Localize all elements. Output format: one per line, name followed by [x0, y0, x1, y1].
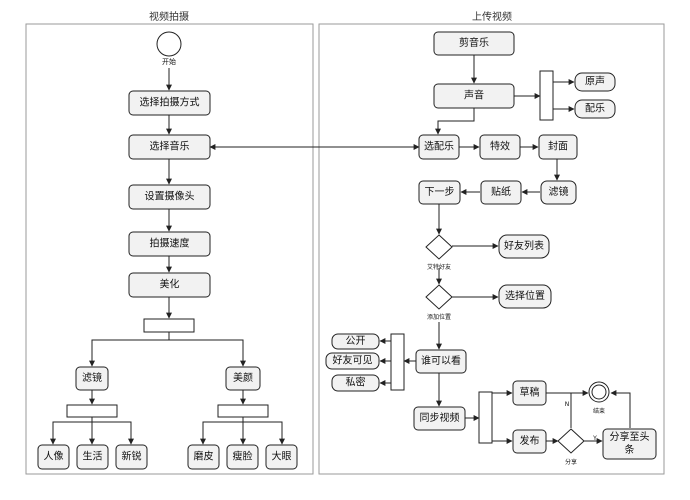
svg-text:大眼: 大眼 — [272, 450, 292, 463]
decision-mention-friend: 艾特好友 — [425, 234, 453, 271]
fork-bar-sound — [539, 70, 554, 121]
node-filter-left[interactable]: 滤镜 — [75, 366, 109, 391]
svg-text:好友列表: 好友列表 — [504, 239, 544, 252]
svg-text:新锐: 新锐 — [122, 450, 142, 463]
fork-bar-filter — [66, 404, 118, 418]
node-friends-visible[interactable]: 好友可见 — [325, 352, 380, 370]
decision-label-location: 添加位置 — [427, 313, 451, 321]
branch-label-n: N — [565, 401, 570, 408]
end-label: 结束 — [593, 407, 605, 415]
svg-text:公开: 公开 — [346, 336, 366, 347]
node-fresh[interactable]: 新锐 — [115, 444, 148, 470]
svg-text:下一步: 下一步 — [425, 186, 455, 198]
end-node: 结束 — [588, 381, 610, 415]
branch-label-y: Y — [592, 435, 597, 442]
right-edges — [379, 55, 631, 444]
node-choose-location[interactable]: 选择位置 — [498, 284, 552, 309]
svg-text:好友可见: 好友可见 — [333, 354, 373, 367]
svg-text:发布: 发布 — [520, 434, 540, 447]
svg-text:同步视频: 同步视频 — [420, 411, 460, 424]
svg-text:声音: 声音 — [464, 89, 484, 102]
node-sync-video[interactable]: 同步视频 — [413, 406, 466, 431]
start-node: 开始 — [156, 31, 182, 66]
svg-text:特效: 特效 — [490, 140, 510, 153]
node-public[interactable]: 公开 — [331, 333, 380, 350]
lane-title-shooting: 视频拍摄 — [149, 10, 189, 23]
node-private[interactable]: 私密 — [331, 374, 380, 392]
node-beauty[interactable]: 美颜 — [225, 366, 261, 391]
node-select-music[interactable]: 选择音乐 — [128, 134, 211, 160]
node-choose-score[interactable]: 选配乐 — [418, 134, 460, 160]
node-cover[interactable]: 封面 — [538, 134, 578, 160]
node-next-step[interactable]: 下一步 — [418, 180, 461, 205]
node-portrait[interactable]: 人像 — [37, 444, 70, 470]
lane-video-shooting: 视频拍摄 — [25, 10, 314, 475]
fork-bar-beauty — [217, 404, 269, 418]
svg-text:剪音乐: 剪音乐 — [459, 36, 489, 49]
svg-text:瘦脸: 瘦脸 — [233, 450, 253, 463]
svg-text:贴纸: 贴纸 — [491, 185, 511, 198]
svg-text:磨皮: 磨皮 — [194, 450, 214, 463]
svg-text:选择拍摄方式: 选择拍摄方式 — [140, 96, 200, 109]
node-share-headline[interactable]: 分享至头条 — [602, 428, 657, 460]
node-sound[interactable]: 声音 — [433, 83, 515, 109]
node-score[interactable]: 配乐 — [574, 99, 616, 119]
svg-text:滤镜: 滤镜 — [549, 185, 569, 198]
node-select-mode[interactable]: 选择拍摄方式 — [128, 90, 211, 116]
node-cut-music[interactable]: 剪音乐 — [433, 31, 515, 56]
node-draft[interactable]: 草稿 — [512, 380, 547, 406]
decision-label-share: 分享 — [565, 458, 577, 466]
decision-label-mention: 艾特好友 — [427, 263, 451, 271]
node-beautify[interactable]: 美化 — [128, 272, 211, 298]
svg-text:分享至头条: 分享至头条 — [610, 430, 650, 456]
svg-text:美化: 美化 — [160, 278, 180, 291]
svg-text:美颜: 美颜 — [233, 371, 253, 384]
svg-text:谁可以看: 谁可以看 — [421, 354, 461, 367]
svg-text:草稿: 草稿 — [520, 386, 540, 399]
lane-video-upload: 上传视频 — [318, 10, 665, 475]
svg-text:生活: 生活 — [83, 450, 103, 463]
svg-text:滤镜: 滤镜 — [82, 371, 102, 384]
node-big-eyes[interactable]: 大眼 — [265, 444, 298, 470]
decision-share: 分享 N Y — [557, 401, 597, 466]
node-who-can-see[interactable]: 谁可以看 — [415, 349, 467, 374]
node-filter-right[interactable]: 滤镜 — [540, 180, 577, 205]
fork-bar-sync — [478, 391, 493, 444]
node-sticker[interactable]: 贴纸 — [480, 180, 522, 205]
node-shoot-speed[interactable]: 拍摄速度 — [128, 231, 211, 257]
svg-text:选择音乐: 选择音乐 — [150, 140, 190, 153]
node-skin[interactable]: 磨皮 — [187, 444, 220, 470]
node-slim-face[interactable]: 瘦脸 — [226, 444, 259, 470]
left-edges — [50, 68, 285, 445]
svg-text:选择位置: 选择位置 — [505, 289, 545, 302]
node-effects[interactable]: 特效 — [479, 134, 521, 160]
svg-text:人像: 人像 — [44, 451, 64, 463]
fork-bar-beautify — [143, 318, 195, 333]
svg-text:选配乐: 选配乐 — [424, 140, 454, 153]
svg-text:封面: 封面 — [548, 140, 568, 153]
svg-text:原声: 原声 — [585, 75, 605, 88]
node-original-sound[interactable]: 原声 — [574, 72, 616, 92]
node-publish[interactable]: 发布 — [512, 429, 547, 454]
fork-bar-visibility — [390, 333, 405, 391]
node-friend-list[interactable]: 好友列表 — [498, 234, 550, 259]
start-label: 开始 — [162, 57, 176, 66]
node-life[interactable]: 生活 — [76, 444, 109, 470]
svg-text:配乐: 配乐 — [585, 103, 605, 115]
node-set-camera[interactable]: 设置摄像头 — [128, 184, 211, 210]
svg-text:拍摄速度: 拍摄速度 — [150, 237, 190, 250]
svg-text:设置摄像头: 设置摄像头 — [145, 190, 195, 203]
decision-add-location: 添加位置 — [425, 284, 453, 321]
lane-title-upload: 上传视频 — [472, 10, 512, 23]
svg-text:私密: 私密 — [346, 376, 366, 389]
